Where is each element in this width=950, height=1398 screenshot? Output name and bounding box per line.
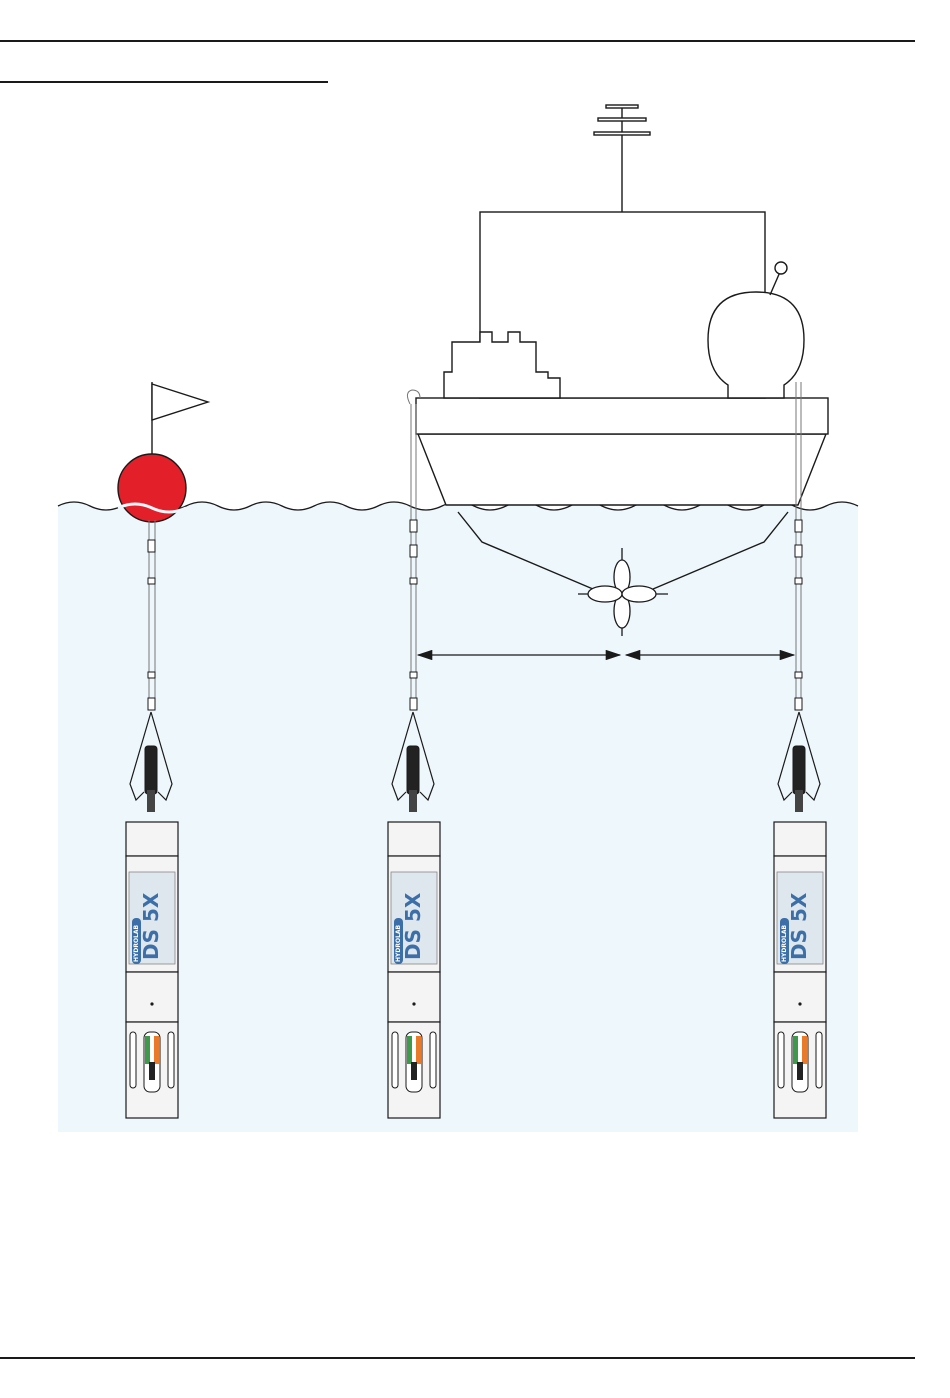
flag-icon (152, 384, 208, 420)
sonde-brand-label: HYDROLAB (133, 924, 140, 962)
sonde-screw (150, 1002, 153, 1005)
sonde-sensor-probe (797, 1062, 803, 1080)
sonde-sensor-green (407, 1036, 412, 1064)
sonde-lower-band (774, 972, 826, 1022)
sonde-guard-slot (392, 1032, 398, 1088)
sonde-sensor-probe (411, 1062, 417, 1080)
sonde-connector-neck (147, 790, 155, 812)
sonde-connector-neck (795, 790, 803, 812)
antenna-icon (594, 105, 650, 212)
sonde-model-label: DS 5X (139, 892, 163, 960)
sonde-model-label: DS 5X (787, 892, 811, 960)
sonde-connector (145, 746, 157, 794)
sonde-brand-label: HYDROLAB (781, 924, 788, 962)
sonde-sensor-orange (154, 1036, 159, 1064)
sonde-guard-slot (816, 1032, 822, 1088)
sonde-connector-neck (409, 790, 417, 812)
sonde-connector (407, 746, 419, 794)
sonde-top-cap (126, 822, 178, 856)
sonde-brand-label: HYDROLAB (395, 924, 402, 962)
footer-rule (0, 1357, 915, 1359)
sonde-guard-slot (778, 1032, 784, 1088)
sonde-connector (793, 746, 805, 794)
sonde-sensor-green (145, 1036, 150, 1064)
sonde-sensor-orange (802, 1036, 807, 1064)
sonde-guard-slot (130, 1032, 136, 1088)
sonde-lower-band (388, 972, 440, 1022)
sonde-sensor-orange (416, 1036, 421, 1064)
sonde-top-cap (388, 822, 440, 856)
sonde-sensor-probe (149, 1062, 155, 1080)
sonde-lower-band (126, 972, 178, 1022)
sonde-screw (798, 1002, 801, 1005)
sonde-guard-slot (430, 1032, 436, 1088)
buoy-icon (118, 382, 208, 522)
sonde-guard-slot (168, 1032, 174, 1088)
sonde-sensor-green (793, 1036, 798, 1064)
sonde-screw (412, 1002, 415, 1005)
sonde-top-cap (774, 822, 826, 856)
sonde-model-label: DS 5X (401, 892, 425, 960)
